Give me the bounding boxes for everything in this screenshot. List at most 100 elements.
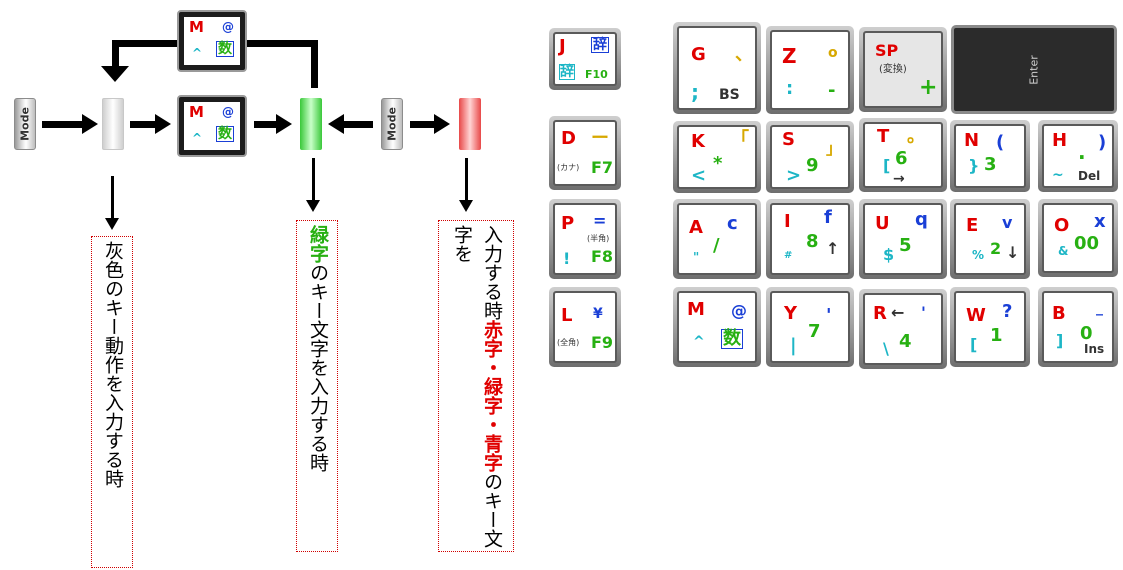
note-red-h1: 赤字	[481, 320, 503, 358]
key-top-right: v	[1002, 213, 1013, 232]
loop-line-left	[112, 40, 119, 68]
key-bottom-left: &	[1058, 244, 1069, 258]
key-main: SP	[875, 41, 899, 60]
key-bottom-left: ;	[691, 80, 699, 104]
key-num: 7	[808, 321, 821, 342]
key-arrow: →	[893, 171, 905, 187]
key-top-right: ー	[591, 128, 609, 149]
key-bottom-left: ^	[693, 334, 705, 350]
key-arrow: ←	[891, 303, 905, 322]
key-main: K	[691, 131, 705, 152]
mode-key-letter: M	[189, 103, 204, 121]
arrow-head-2	[155, 114, 171, 134]
key-bottom-left: %	[972, 248, 985, 262]
arrow-mode-to-red	[410, 121, 436, 128]
key-top-right: 」	[826, 139, 843, 158]
key-bottom-left: |	[790, 335, 797, 356]
red-key-state	[459, 98, 481, 150]
key-bottom-left: <	[691, 165, 707, 186]
key-j[interactable]: J 辞 辞 F10	[549, 28, 621, 90]
key-main: B	[1052, 303, 1066, 324]
note-red-h2: 緑字	[481, 377, 503, 415]
note-red-text: 入力する時赤字・緑字・青字のキー文字を	[447, 221, 507, 551]
key-main: I	[784, 211, 791, 232]
key-r[interactable]: R ← ' 4 \	[859, 289, 947, 369]
key-bottom-right: +	[919, 75, 938, 100]
key-n[interactable]: N ( 3 }	[950, 120, 1030, 192]
key-num: 2	[990, 239, 1002, 258]
key-bottom-right: -	[828, 80, 836, 101]
key-num: 9	[806, 155, 819, 176]
key-k[interactable]: K 「 * <	[673, 121, 761, 193]
key-u[interactable]: U q 5 $	[859, 199, 947, 279]
key-o[interactable]: O x 00 &	[1038, 199, 1118, 277]
key-top-right: 「	[731, 129, 749, 150]
key-e[interactable]: E v 2 ↓ %	[950, 199, 1030, 279]
key-d[interactable]: D ー (カナ) F7	[549, 116, 621, 190]
key-mid: .	[1078, 140, 1086, 164]
key-num: 1	[990, 325, 1003, 346]
key-l[interactable]: L ¥ (全角) F9	[549, 287, 621, 367]
key-mid: *	[713, 153, 723, 174]
note-red-keys: 入力する時赤字・緑字・青字のキー文字を	[438, 220, 514, 552]
key-z[interactable]: Z o : -	[766, 26, 854, 114]
key-sub: (変換)	[879, 64, 907, 75]
key-bottom-left: #	[784, 250, 793, 261]
key-func: F10	[585, 68, 608, 81]
key-b[interactable]: B _ ] 0 Ins	[1038, 287, 1118, 367]
note-gray-text: 灰色のキー動作を入力する時	[102, 241, 124, 488]
key-num: 6	[895, 148, 908, 169]
key-main: G	[691, 44, 706, 65]
mode-key-caret: ^	[192, 46, 203, 60]
key-main: T	[877, 126, 890, 147]
mode-button-right[interactable]: Mode	[381, 98, 403, 150]
key-main: D	[561, 128, 576, 149]
mode-key-letter: M	[189, 18, 204, 36]
note-red-rest: のキー文字を	[451, 225, 503, 548]
arrow-gray-to-mode	[130, 121, 156, 128]
key-p[interactable]: P = (半角) ! F8	[549, 199, 621, 279]
key-top-right: 。	[907, 126, 925, 147]
key-func: Ins	[1084, 342, 1105, 356]
key-i[interactable]: I f 8 ↑ #	[766, 199, 854, 279]
key-dict-icon: 辞	[591, 37, 609, 53]
note-gray-keys: 灰色のキー動作を入力する時	[91, 236, 133, 568]
key-func: F7	[591, 158, 614, 177]
key-num: 3	[984, 154, 997, 175]
note-green-highlight: 緑字	[307, 225, 329, 263]
loop-line-right	[311, 40, 318, 88]
key-m[interactable]: M @ ^ 数	[673, 287, 761, 367]
down-arrow-green	[306, 158, 320, 212]
key-main: L	[561, 305, 573, 326]
key-sub: (カナ)	[557, 163, 580, 172]
key-s[interactable]: S 」 9 >	[766, 121, 854, 193]
key-bottom-left: >	[786, 165, 802, 186]
key-bottom-left: $	[883, 245, 895, 264]
note-red-h3: 青字	[481, 434, 503, 472]
arrow-mode-to-green-back	[343, 121, 373, 128]
key-num: /	[713, 235, 720, 256]
note-green-keys: 緑字のキー文字を入力する時	[296, 220, 338, 552]
key-main: W	[966, 305, 986, 326]
key-top-right: _	[1096, 300, 1103, 316]
key-bottom-left: ]	[1056, 331, 1064, 350]
key-enter[interactable]: Enter	[951, 25, 1117, 114]
key-main: S	[782, 129, 795, 150]
key-sp[interactable]: SP (変換) +	[859, 27, 947, 112]
key-bottom-left: }	[968, 156, 980, 175]
key-bottom-left: \	[883, 339, 889, 358]
key-y[interactable]: Y ' 7 |	[766, 287, 854, 367]
mode-key-top: M @ ^ 数	[177, 10, 247, 72]
mode-button-left[interactable]: Mode	[14, 98, 36, 150]
key-main: P	[561, 213, 575, 234]
key-g[interactable]: G 、 ; BS	[673, 22, 761, 114]
key-bottom-left: [	[883, 156, 891, 175]
key-w[interactable]: W ? 1 [	[950, 287, 1030, 367]
mode-key-at: @	[222, 20, 234, 34]
key-a[interactable]: A c / "	[673, 199, 761, 279]
key-main: Z	[782, 44, 797, 68]
key-top-right: '	[826, 305, 832, 326]
key-t[interactable]: T 。 6 [ →	[859, 118, 947, 192]
key-h[interactable]: H ) . ~ Del	[1038, 120, 1118, 192]
mode-button-label: Mode	[385, 107, 399, 141]
